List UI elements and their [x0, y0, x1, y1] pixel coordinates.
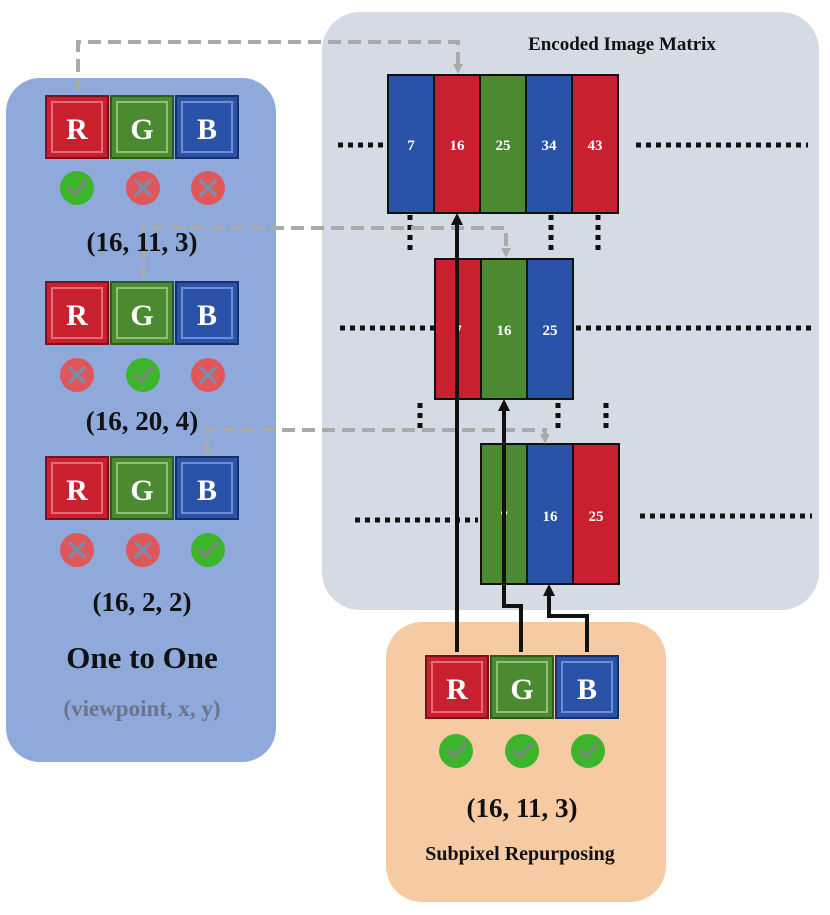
subpixel-coord: (16, 11, 3): [467, 793, 578, 823]
matrix-cell-value: 25: [589, 509, 604, 525]
coord-label: (16, 20, 4): [86, 406, 198, 436]
one-to-one-panel: One to One (viewpoint, x, y): [6, 78, 276, 762]
svg-text:R: R: [66, 299, 88, 332]
svg-text:G: G: [130, 474, 153, 507]
svg-text:G: G: [510, 673, 533, 706]
one-to-one-title: One to One: [66, 640, 218, 675]
svg-text:B: B: [577, 673, 597, 706]
matrix-cell: [571, 74, 619, 214]
g-pixel-button: G: [110, 95, 174, 159]
connector-arrow-r: [76, 40, 463, 92]
cross-icon: [191, 358, 225, 392]
cross-icon: [60, 533, 94, 567]
matrix-cell-value: 34: [542, 138, 558, 154]
check-icon: [60, 171, 94, 205]
connector-arrow-b: [205, 428, 550, 455]
b-pixel-button: B: [175, 281, 239, 345]
coord-label: (16, 2, 2): [93, 587, 192, 617]
svg-text:R: R: [446, 673, 468, 706]
check-icon: [505, 734, 539, 768]
matrix-row-3: 7 16 25: [480, 443, 620, 585]
r-pixel-button: R: [45, 456, 109, 520]
g-pixel-button: G: [110, 456, 174, 520]
svg-text:B: B: [197, 299, 217, 332]
svg-text:R: R: [66, 474, 88, 507]
svg-text:G: G: [130, 299, 153, 332]
cross-icon: [191, 171, 225, 205]
rgb-group-2: R G B (16, 20, 4): [45, 281, 239, 436]
cross-icon: [60, 358, 94, 392]
matrix-cell-value: 16: [450, 138, 466, 154]
subpixel-connectors: [451, 213, 589, 652]
matrix-cell-value: 16: [497, 323, 513, 339]
check-icon: [191, 533, 225, 567]
check-icon: [126, 358, 160, 392]
subpixel-rgb-group: R G B: [425, 655, 619, 768]
b-pixel-button: B: [175, 456, 239, 520]
r-pixel-button: R: [45, 281, 109, 345]
matrix-cell-value: 16: [543, 509, 559, 525]
svg-text:B: B: [197, 113, 217, 146]
rgb-group-1: R G B (16, 11, 3): [45, 95, 239, 257]
matrix-cell: [572, 443, 620, 585]
r-pixel-button: R: [45, 95, 109, 159]
subpixel-arrow-b: [543, 584, 589, 652]
check-icon: [439, 734, 473, 768]
matrix-cell-value: 25: [496, 138, 511, 154]
rgb-group-3: R G B (16, 2, 2): [45, 456, 239, 617]
g-pixel-button: G: [110, 281, 174, 345]
matrix-cell-value: 43: [588, 138, 603, 154]
svg-text:G: G: [130, 113, 153, 146]
connector-arrow-g: [141, 226, 511, 280]
coord-label: (16, 11, 3): [87, 227, 198, 257]
cross-icon: [126, 533, 160, 567]
matrix-cell-value: 7: [407, 138, 415, 154]
one-to-one-connectors: [76, 40, 550, 455]
subpixel-arrow-g: [498, 399, 523, 652]
matrix-cell: [526, 258, 574, 400]
encoded-matrix-title: Encoded Image Matrix: [528, 34, 716, 55]
check-icon: [571, 734, 605, 768]
matrix-row-1: 7 16 25 34 43: [387, 74, 619, 214]
b-pixel-button: B: [175, 95, 239, 159]
cross-icon: [126, 171, 160, 205]
matrix-dotted-lines: [338, 142, 812, 523]
one-to-one-subtitle: (viewpoint, x, y): [63, 696, 220, 721]
svg-text:R: R: [66, 113, 88, 146]
subpixel-title: Subpixel Repurposing: [425, 843, 615, 865]
svg-text:B: B: [197, 474, 217, 507]
b-pixel-button: B: [555, 655, 619, 719]
matrix-cell-value: 25: [543, 323, 558, 339]
matrix-cell: [525, 74, 573, 214]
g-pixel-button: G: [490, 655, 554, 719]
r-pixel-button: R: [425, 655, 489, 719]
